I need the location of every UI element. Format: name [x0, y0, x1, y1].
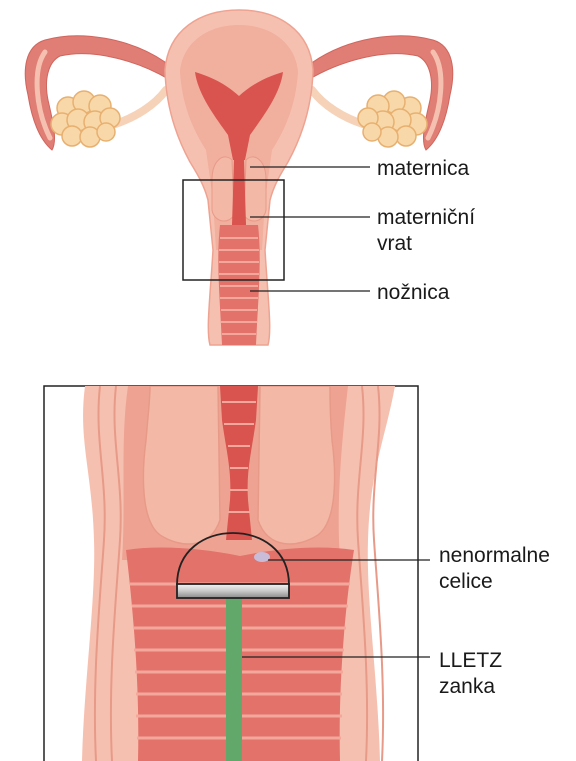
cervix-label-line2: vrat	[377, 232, 412, 255]
vagina-label: nožnica	[377, 281, 450, 304]
lletz-loop-handle	[226, 598, 242, 761]
left-cervix-lobe	[143, 386, 220, 544]
abnormal-cells-label-line2: celice	[439, 570, 493, 593]
left-ovary	[51, 91, 120, 147]
lletz-loop-blade	[177, 584, 289, 598]
right-cervix-lobe	[258, 386, 335, 544]
lletz-label-line1: LLETZ	[439, 649, 502, 672]
cervix-label-line1: materniční	[377, 206, 475, 229]
abnormal-cells-label-line1: nenormalne	[439, 544, 550, 567]
uterus-overview: maternica materniční vrat nožnica	[25, 10, 481, 345]
right-ovary	[358, 91, 427, 147]
lletz-label: LLETZ zanka	[439, 649, 508, 698]
abnormal-cells-spot	[254, 552, 270, 562]
cervix-label: materniční vrat	[377, 206, 481, 255]
zoomed-cervix: nenormalne celice LLETZ zanka	[44, 386, 556, 761]
uterus-label: maternica	[377, 157, 470, 180]
lletz-label-line2: zanka	[439, 675, 495, 698]
abnormal-cells-label: nenormalne celice	[439, 544, 556, 593]
